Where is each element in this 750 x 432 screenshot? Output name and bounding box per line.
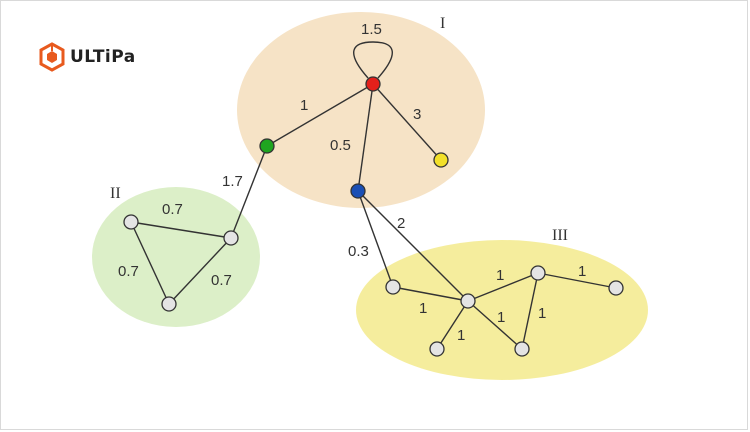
edge-g3b-g3c (467, 272, 539, 302)
brand-name: ULTiPa (70, 47, 136, 67)
edge-label-red-yellow: 3 (413, 106, 421, 123)
edge-blue-g3b (357, 190, 469, 302)
edge-blue-g3a (357, 190, 394, 288)
edge-g3b-g3e (467, 300, 523, 350)
edge-label-g2b-g2c: 0.7 (211, 272, 232, 289)
node-g3b (460, 293, 476, 309)
node-red (365, 76, 381, 92)
node-yellow (433, 152, 449, 168)
node-g3f (608, 280, 624, 296)
edge-label-g3c-g3f: 1 (578, 263, 586, 280)
edge-g3c-g3e (521, 272, 539, 350)
edge-g3b-g3d (436, 300, 469, 350)
edge-label-g3b-g3e: 1 (497, 309, 505, 326)
edge-g3c-g3f (537, 272, 617, 289)
edge-label-g3c-g3e: 1 (538, 305, 546, 322)
node-g2a (123, 214, 139, 230)
ultipa-cube-icon (39, 42, 65, 72)
edge-label-g3b-g3d: 1 (457, 327, 465, 344)
node-g2c (161, 296, 177, 312)
edge-g2b-g2c (168, 237, 232, 305)
edge-self-loop-red (353, 41, 393, 79)
edge-red-blue (357, 83, 374, 192)
node-g3d (429, 341, 445, 357)
node-g2b (223, 230, 239, 246)
community-region-I (237, 12, 485, 208)
edge-label-g3a-g3b: 1 (419, 300, 427, 317)
edge-label-g3b-g3c: 1 (496, 267, 504, 284)
edge-g2a-g2b (130, 221, 232, 239)
edge-label-green-g2b: 1.7 (222, 173, 243, 190)
community-label-III: III (552, 227, 568, 244)
node-blue (350, 183, 366, 199)
brand-logo: ULTiPa (38, 40, 136, 74)
edge-label-blue-g3a: 0.3 (348, 243, 369, 260)
node-g3c (530, 265, 546, 281)
edge-label-self-loop: 1.5 (361, 21, 382, 38)
community-label-II: II (110, 185, 121, 202)
edge-label-g2a-g2b: 0.7 (162, 201, 183, 218)
community-label-I: I (440, 15, 445, 32)
edge-label-red-blue: 0.5 (330, 137, 351, 154)
node-green (259, 138, 275, 154)
edge-green-g2b (230, 145, 268, 239)
edge-label-blue-g3b: 2 (397, 215, 405, 232)
edge-label-g2a-g2c: 0.7 (118, 263, 139, 280)
edge-red-yellow (372, 83, 442, 161)
edge-g2a-g2c (130, 221, 170, 305)
edge-label-red-green: 1 (300, 97, 308, 114)
node-g3a (385, 279, 401, 295)
node-g3e (514, 341, 530, 357)
edge-g3a-g3b (392, 286, 469, 302)
community-region-III (356, 240, 648, 380)
edge-red-green (266, 83, 374, 147)
